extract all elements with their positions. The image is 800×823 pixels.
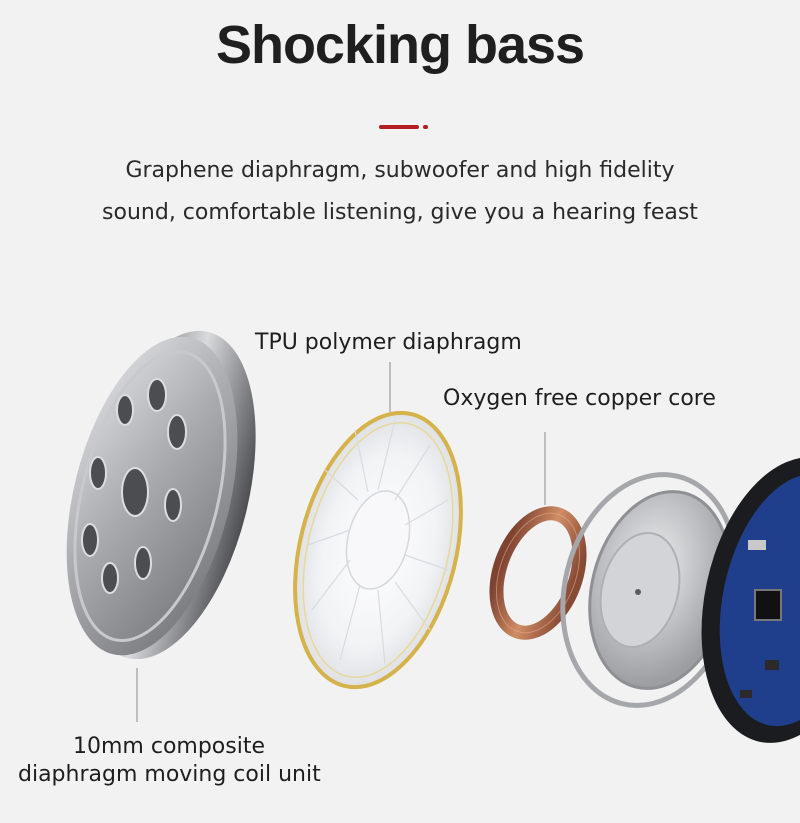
accent-line xyxy=(379,125,419,129)
subtitle-line-1: Graphene diaphragm, subwoofer and high f… xyxy=(125,158,675,183)
pcb-board xyxy=(701,457,800,743)
metal-plate xyxy=(66,330,256,660)
label-driver-unit-line-2: diaphragm moving coil unit xyxy=(18,762,321,787)
label-copper-core: Oxygen free copper core xyxy=(443,386,716,411)
copper-coil xyxy=(489,506,587,640)
label-driver-unit: 10mm composite diaphragm moving coil uni… xyxy=(18,733,321,789)
subtitle: Graphene diaphragm, subwoofer and high f… xyxy=(0,150,800,234)
label-driver-unit-line-1: 10mm composite xyxy=(73,734,265,759)
subtitle-line-2: sound, comfortable listening, give you a… xyxy=(102,200,698,225)
accent-dot xyxy=(423,125,428,129)
page-title: Shocking bass xyxy=(215,15,585,75)
label-tpu-diaphragm: TPU polymer diaphragm xyxy=(255,330,522,355)
tpu-diaphragm xyxy=(293,410,463,690)
